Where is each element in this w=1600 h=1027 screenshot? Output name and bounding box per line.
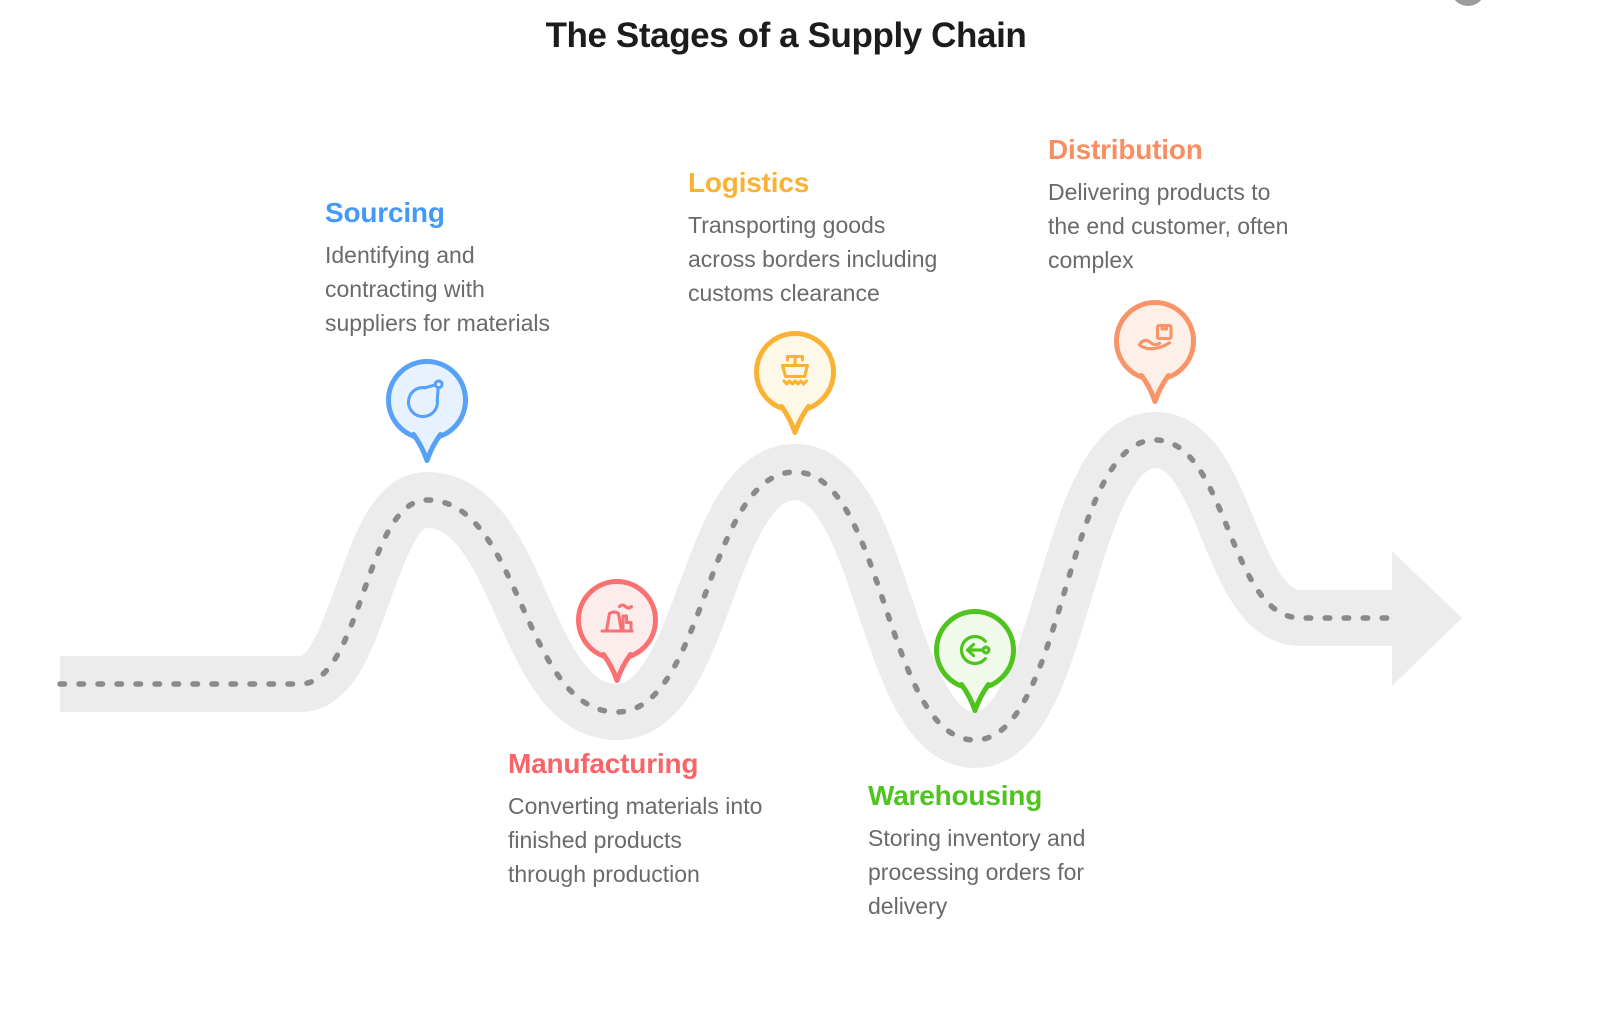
- cargo-ship-icon: [780, 354, 810, 386]
- stage-manufacturing: Manufacturing Converting materials into …: [508, 748, 848, 891]
- warehousing-marker: [934, 609, 1016, 713]
- stage-sourcing-title: Sourcing: [325, 197, 445, 228]
- description-line: Identifying and: [325, 242, 475, 268]
- description-line: Transporting goods: [688, 212, 886, 238]
- inbound-arrow-icon: [959, 634, 991, 666]
- stage-sourcing: Sourcing Identifying and contracting wit…: [325, 197, 665, 340]
- distribution-marker: [1114, 300, 1196, 404]
- sourcing-marker: [386, 359, 468, 463]
- factory-icon: [600, 603, 634, 633]
- description-line: processing orders for: [868, 859, 1085, 885]
- window-control-fragment: [1452, 0, 1484, 6]
- stage-logistics-description: Transporting goods across borders includ…: [688, 208, 1028, 310]
- road-arrowhead: [1392, 551, 1462, 686]
- description-line: complex: [1048, 247, 1134, 273]
- description-line: contracting with: [325, 276, 485, 302]
- stage-warehousing-description: Storing inventory and processing orders …: [868, 821, 1208, 923]
- stage-warehousing-title: Warehousing: [868, 780, 1043, 811]
- satellite-dish-icon: [406, 379, 444, 419]
- logistics-marker: [754, 331, 836, 435]
- description-line: customs clearance: [688, 280, 880, 306]
- stage-manufacturing-title: Manufacturing: [508, 748, 699, 779]
- stage-warehousing: Warehousing Storing inventory and proces…: [868, 780, 1208, 923]
- description-line: across borders including: [688, 246, 938, 272]
- description-line: suppliers for materials: [325, 310, 550, 336]
- description-line: through production: [508, 861, 700, 887]
- stage-logistics-title: Logistics: [688, 167, 810, 198]
- description-line: Storing inventory and: [868, 825, 1086, 851]
- stage-manufacturing-description: Converting materials into finished produ…: [508, 789, 848, 891]
- manufacturing-marker: [576, 579, 658, 683]
- stage-logistics: Logistics Transporting goods across bord…: [688, 167, 1028, 310]
- stage-sourcing-description: Identifying and contracting with supplie…: [325, 238, 665, 340]
- stage-distribution: Distribution Delivering products to the …: [1048, 134, 1388, 277]
- hand-package-icon: [1137, 323, 1173, 351]
- description-line: finished products: [508, 827, 682, 853]
- description-line: Delivering products to: [1048, 179, 1271, 205]
- description-line: the end customer, often: [1048, 213, 1289, 239]
- description-line: delivery: [868, 893, 948, 919]
- description-line: Converting materials into: [508, 793, 763, 819]
- road-band: [60, 411, 1394, 769]
- stage-distribution-description: Delivering products to the end customer,…: [1048, 175, 1388, 277]
- page-title: The Stages of a Supply Chain: [545, 16, 1027, 55]
- stage-distribution-title: Distribution: [1048, 134, 1203, 165]
